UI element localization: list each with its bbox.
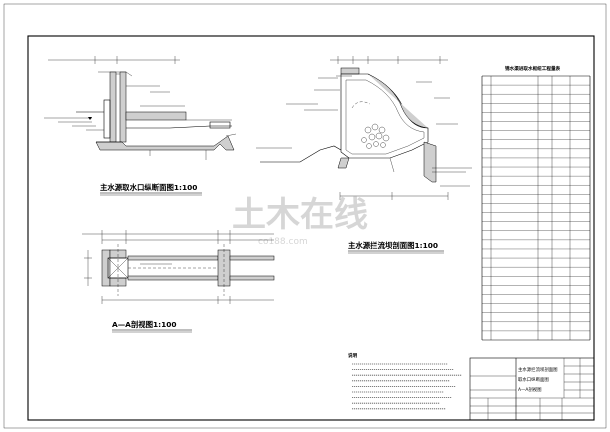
table-row [482, 213, 590, 222]
table-row [482, 103, 590, 112]
title-line-3: A—A剖视图 [518, 386, 542, 393]
section-aa-caption: A—A剖视图1:100 [112, 320, 177, 329]
table-row [482, 131, 590, 140]
table-row [482, 267, 590, 276]
table-row [482, 122, 590, 131]
table-row [482, 222, 590, 231]
inner-border [27, 35, 595, 421]
section-aa-drawing [82, 230, 275, 304]
table-row [482, 285, 590, 294]
watermark: 土木在线 co188.com [232, 195, 368, 247]
quantities-table [481, 75, 591, 341]
table-row [482, 149, 590, 158]
notes-heading: 说明 [348, 352, 358, 359]
table-row [482, 140, 590, 149]
dam-cross-section-caption: 主水源拦流坝剖面图1:100 [348, 241, 438, 250]
table-row [482, 112, 590, 121]
quantities-table-title: 锦水渠进取水枢纽工程量表 [505, 65, 561, 72]
table-row [482, 194, 590, 203]
table-row [482, 94, 590, 103]
table-row [482, 322, 590, 331]
table-row [482, 158, 590, 167]
title-line-2: 取水口纵断面图 [518, 376, 549, 383]
outer-border [3, 3, 607, 429]
title-block: 主水源拦流坝剖面图 取水口纵断面图 A—A剖视图 [469, 357, 595, 421]
table-row [482, 258, 590, 267]
table-row [482, 294, 590, 303]
longitudinal-section-drawing [44, 56, 237, 160]
watermark-main: 土木在线 [232, 195, 368, 235]
longitudinal-section-caption: 主水源取水口纵断面图1:100 [100, 183, 197, 192]
table-row [482, 231, 590, 240]
dam-cross-section-drawing [256, 56, 472, 200]
notes-block: 说明 [348, 352, 462, 410]
table-row [482, 176, 590, 185]
table-row [482, 331, 590, 340]
watermark-sub: co188.com [258, 237, 308, 247]
table-row [482, 249, 590, 258]
table-row [482, 240, 590, 249]
table-row [482, 203, 590, 212]
title-line-1: 主水源拦流坝剖面图 [518, 366, 558, 373]
table-row [482, 167, 590, 176]
table-row [482, 313, 590, 322]
table-row [482, 276, 590, 285]
table-row [482, 304, 590, 313]
table-row [482, 85, 590, 94]
table-row [482, 185, 590, 194]
